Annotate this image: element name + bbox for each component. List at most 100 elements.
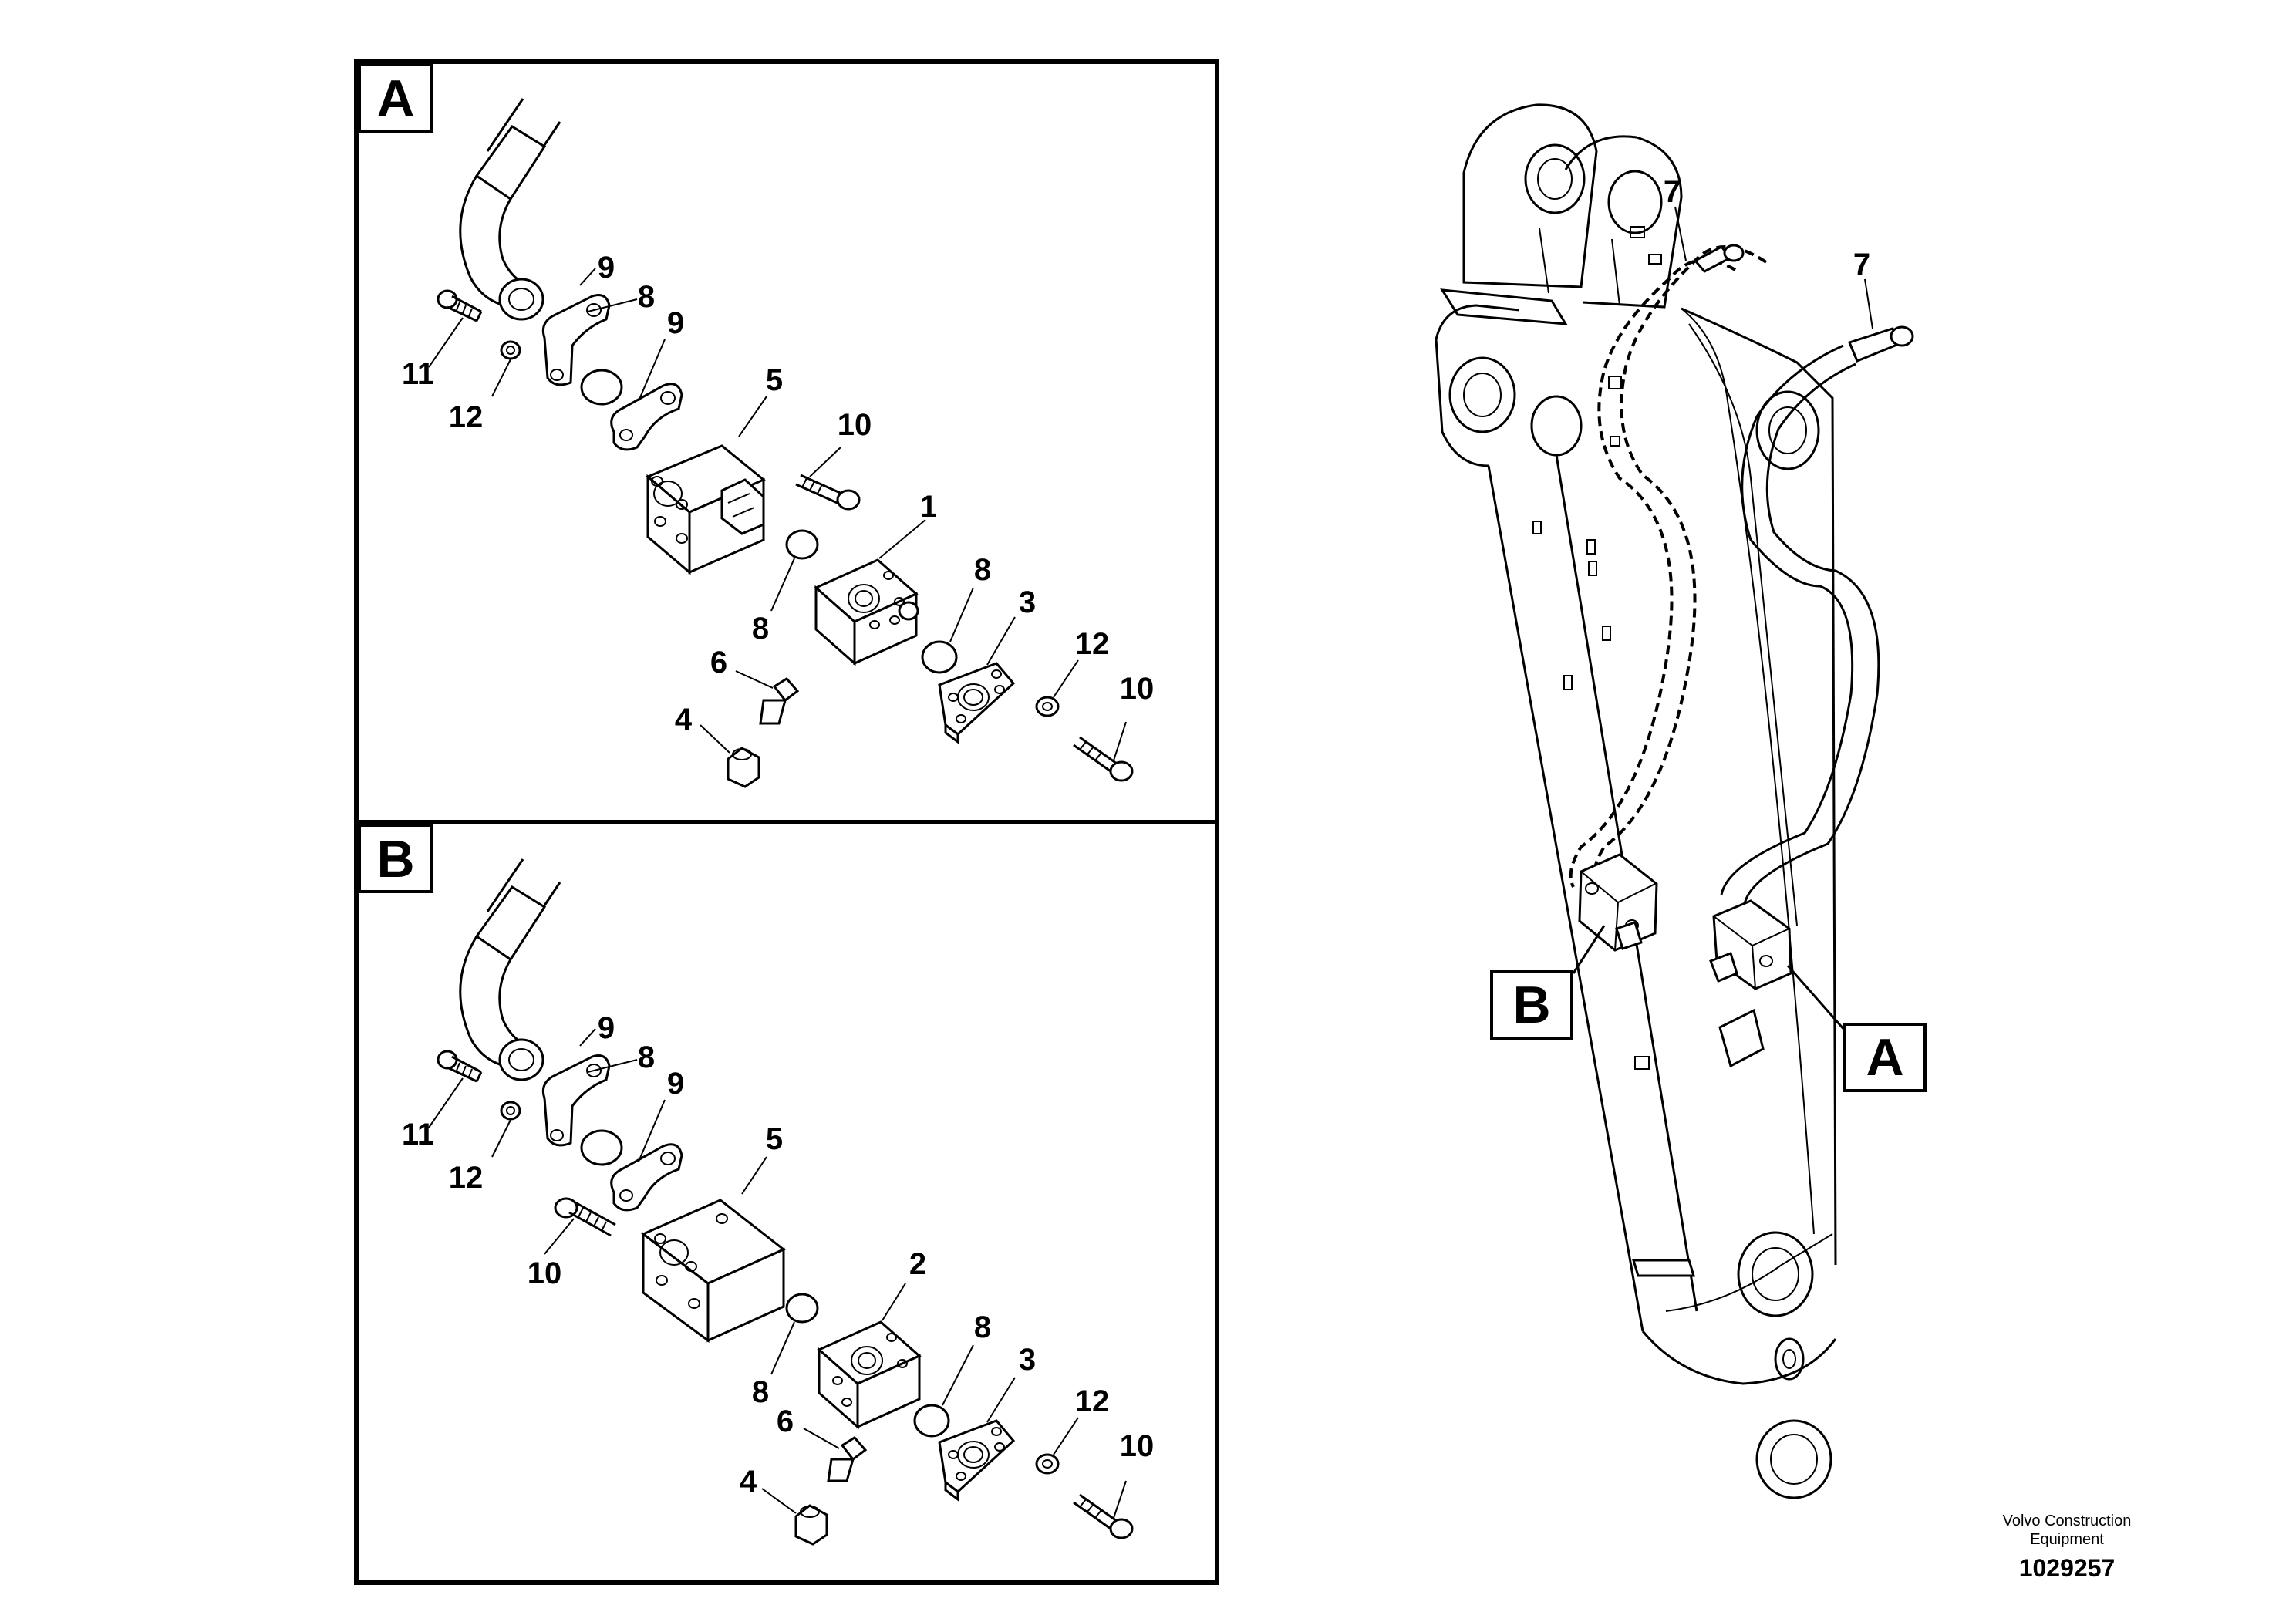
label-4-a: 4 <box>675 703 693 737</box>
o-ring-8b-a <box>785 529 819 560</box>
washer-12-a <box>500 340 521 360</box>
label-10a-b: 10 <box>528 1256 562 1290</box>
detail-box-a: A <box>354 59 1219 824</box>
adapter-2-b <box>817 1320 922 1430</box>
boom-top-bracket <box>1435 103 1683 467</box>
label-8b-b: 8 <box>752 1375 769 1409</box>
callout-a-letter: A <box>1866 1028 1903 1087</box>
detail-box-b-tag <box>358 824 433 893</box>
label-12b-b: 12 <box>1075 1384 1110 1418</box>
flange-half-9b-b <box>610 1143 683 1212</box>
label-4-b: 4 <box>740 1465 757 1499</box>
o-ring-8c-b <box>913 1404 950 1438</box>
nipple-6-b <box>827 1436 868 1482</box>
flange-half-9b-a <box>610 383 683 451</box>
valve-block-a <box>1709 899 1792 990</box>
label-8c-a: 8 <box>974 553 991 587</box>
label-12b-a: 12 <box>1075 627 1110 661</box>
label-8b-a: 8 <box>752 612 769 646</box>
label-12a-a: 12 <box>449 400 484 434</box>
label-8a-a: 8 <box>638 280 655 314</box>
document-number: 1029257 <box>2019 1554 2116 1582</box>
detail-box-b: B <box>354 820 1219 1585</box>
label-5-b: 5 <box>766 1122 783 1156</box>
screw-11-b <box>437 1050 483 1083</box>
cap-4-b <box>794 1504 828 1546</box>
label-1-a: 1 <box>920 490 937 524</box>
washer-12b-a <box>1035 696 1060 717</box>
label-9b-b: 9 <box>667 1067 684 1101</box>
boom-right-edge <box>1681 307 1837 1266</box>
label-10a-a: 10 <box>838 408 872 442</box>
screw-10b-b <box>1073 1493 1134 1539</box>
hose-bend-a <box>459 98 561 321</box>
detail-box-b-frame <box>354 820 1219 1585</box>
label-9b-a: 9 <box>667 306 684 340</box>
hose-solid-a-outer <box>1743 363 1880 905</box>
label-3-b: 3 <box>1019 1343 1036 1377</box>
hose-7-right-fitting <box>1847 325 1914 363</box>
screw-10b-a <box>1073 736 1134 782</box>
flange-half-9a-a <box>541 294 611 386</box>
detail-box-b-letter: B <box>376 830 414 889</box>
valve-block-b <box>1578 853 1658 952</box>
footer: Volvo Construction Equipment 1029257 <box>2003 1512 2132 1582</box>
label-11-b: 11 <box>402 1118 434 1152</box>
flange-plate-3-b <box>938 1419 1016 1502</box>
label-3-a: 3 <box>1019 585 1036 619</box>
label-7-left: 7 <box>1664 175 1681 209</box>
label-6-b: 6 <box>777 1404 794 1438</box>
hose-solid-a <box>1720 344 1854 895</box>
screw-10a-a <box>795 474 861 511</box>
washer-12b-b <box>1035 1453 1060 1475</box>
hose-7-left-fitting <box>1693 244 1745 273</box>
callout-b-box <box>1490 970 1573 1040</box>
adapter-1-a <box>814 558 919 666</box>
boom-left-edge <box>1487 465 1644 1332</box>
detail-box-a-letter: A <box>376 69 414 128</box>
label-10b-a: 10 <box>1120 672 1155 706</box>
label-2-b: 2 <box>909 1247 926 1281</box>
label-6-a: 6 <box>710 646 727 679</box>
callout-b-letter: B <box>1512 976 1550 1034</box>
label-8c-b: 8 <box>974 1310 991 1344</box>
leaders-b <box>428 1028 1127 1519</box>
label-9a-b: 9 <box>598 1011 615 1045</box>
washer-12-b <box>500 1101 521 1121</box>
label-5-a: 5 <box>766 363 783 397</box>
o-ring-8-a <box>580 369 623 406</box>
o-ring-8b-b <box>785 1293 819 1324</box>
label-8a-b: 8 <box>638 1040 655 1074</box>
block-5-b <box>641 1199 786 1343</box>
hose-bend-b <box>459 858 561 1081</box>
leaders-a <box>428 268 1127 761</box>
label-9a-a: 9 <box>598 251 615 285</box>
screw-11-a <box>437 289 483 322</box>
label-11-a: 11 <box>402 357 434 391</box>
flange-plate-3-a <box>938 662 1016 744</box>
screw-10a-b <box>554 1197 616 1237</box>
label-7-right: 7 <box>1853 248 1870 282</box>
brand-line-2: Equipment <box>2030 1531 2104 1548</box>
label-10b-b: 10 <box>1120 1429 1155 1463</box>
callout-b-leader <box>1572 925 1606 974</box>
boom-overview: B A 7 7 <box>1435 103 1927 1499</box>
hose-dashed-b-outer <box>1592 245 1768 888</box>
callout-a-box <box>1843 1023 1927 1092</box>
o-ring-8c-a <box>921 640 958 674</box>
o-ring-8-b <box>580 1129 623 1166</box>
leader-7-left <box>1674 206 1687 261</box>
block-5-a <box>646 444 766 575</box>
brand-line-1: Volvo Construction <box>2003 1512 2132 1529</box>
leader-7-right <box>1864 278 1873 329</box>
boom-pins <box>1737 390 1832 1499</box>
detail-box-a-tag <box>358 63 433 133</box>
flange-half-9a-b <box>541 1054 611 1147</box>
nipple-6-a <box>759 677 800 725</box>
boom-tabs <box>1532 226 1765 1277</box>
cap-4-a <box>727 747 760 788</box>
callout-a-leader <box>1786 965 1846 1031</box>
label-12a-b: 12 <box>449 1161 484 1195</box>
hose-dashed-b <box>1569 258 1737 888</box>
